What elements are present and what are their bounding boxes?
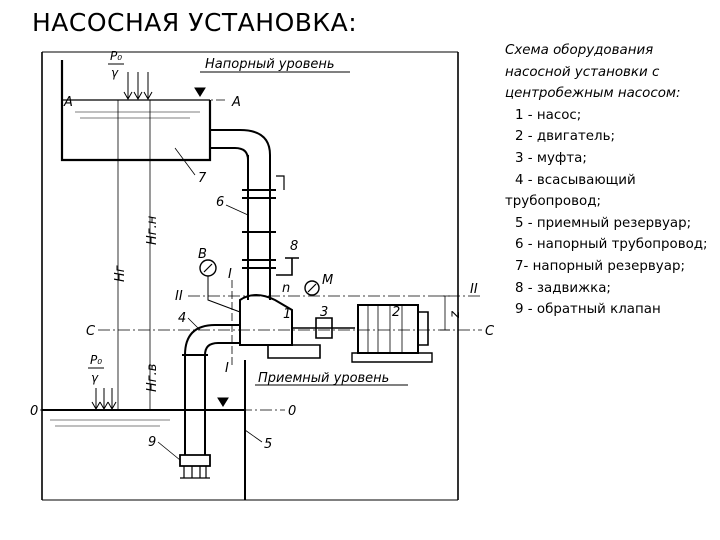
section-II-right: II bbox=[470, 282, 478, 297]
part-number-2: 2 bbox=[392, 305, 400, 320]
part-number-9: 9 bbox=[148, 435, 156, 450]
p0-arrows-lower bbox=[95, 388, 113, 408]
handle-6 bbox=[276, 175, 285, 190]
gauge-m bbox=[304, 280, 320, 296]
section-I-top: I bbox=[228, 267, 232, 282]
motor-end bbox=[418, 311, 429, 346]
part-number-1: 1 bbox=[283, 307, 291, 322]
pump-base bbox=[267, 344, 321, 359]
part-number-6: 6 bbox=[216, 195, 224, 210]
legend: Схема оборудования насосной установки с … bbox=[505, 40, 715, 321]
leader-4 bbox=[187, 317, 201, 331]
gate-valve bbox=[276, 257, 299, 276]
section-A-left: A bbox=[63, 95, 73, 110]
pressure-pipe bbox=[247, 155, 271, 300]
section-0-right: 0 bbox=[288, 404, 296, 419]
part-number-7: 7 bbox=[198, 171, 207, 186]
lower-water-hatch bbox=[50, 419, 170, 427]
gauge-b-line bbox=[207, 276, 241, 313]
gauge-b-label: B bbox=[198, 247, 207, 262]
legend-item: 5 - приемный резервуар; bbox=[515, 215, 692, 231]
section-C-left: C bbox=[86, 324, 96, 339]
section-A-right: A bbox=[231, 95, 241, 110]
legend-item: 9 - обратный клапан bbox=[515, 302, 661, 318]
lower-level-label: Приемный уровень bbox=[258, 371, 389, 386]
height-hg: Hг bbox=[113, 265, 128, 282]
coupling bbox=[315, 317, 333, 339]
n-label: n bbox=[282, 281, 290, 296]
p0-lower: P₀ bbox=[90, 353, 102, 367]
legend-item: 8 - задвижка; bbox=[515, 280, 611, 296]
legend-list: 1 - насос; 2 - двигатель; 3 - муфта; 4 -… bbox=[505, 105, 715, 321]
legend-caption: Схема оборудования насосной установки с … bbox=[505, 43, 681, 102]
z-label: z bbox=[448, 310, 463, 319]
legend-item: 4 - всасывающий трубопровод; bbox=[505, 172, 636, 210]
pressure-pipe-elbow bbox=[210, 129, 271, 161]
upper-tank bbox=[60, 60, 212, 162]
section-II-left: II bbox=[175, 289, 183, 304]
part-number-8: 8 bbox=[290, 239, 298, 254]
motor-base bbox=[351, 352, 433, 363]
gamma-upper: γ bbox=[111, 66, 119, 80]
height-hgn: Hг.н bbox=[145, 215, 160, 245]
check-valve-grid bbox=[180, 466, 210, 479]
upper-water-hatch bbox=[75, 111, 200, 119]
part-number-3: 3 bbox=[320, 305, 328, 320]
motor bbox=[357, 304, 419, 354]
gamma-lower: γ bbox=[91, 371, 99, 385]
p0-upper: P₀ bbox=[110, 49, 122, 63]
legend-item: 2 - двигатель; bbox=[515, 129, 615, 145]
lower-level-triangle bbox=[217, 397, 229, 407]
motor-fins bbox=[367, 305, 403, 353]
lower-tank bbox=[42, 360, 246, 500]
p0-arrows-upper bbox=[127, 72, 149, 98]
pipe-flanges bbox=[242, 189, 276, 269]
check-valve bbox=[179, 454, 211, 467]
leader-5 bbox=[244, 429, 263, 443]
legend-item: 3 - муфта; bbox=[515, 150, 587, 166]
page-title: НАСОСНАЯ УСТАНОВКА: bbox=[32, 8, 358, 37]
height-hgv: Hг.в bbox=[145, 364, 160, 392]
part-number-4: 4 bbox=[178, 311, 186, 326]
pump-installation-diagram: Напорный уровень Приемный уровень P₀ γ P… bbox=[30, 49, 495, 501]
leader-6 bbox=[225, 204, 249, 216]
legend-item: 6 - напорный трубопровод; bbox=[515, 237, 708, 253]
section-I-bottom: I bbox=[225, 361, 229, 376]
suction-elbow bbox=[184, 324, 240, 356]
suction-pipe bbox=[184, 355, 206, 455]
legend-item: 1 - насос; bbox=[515, 107, 582, 123]
leader-9 bbox=[157, 441, 181, 461]
section-0-left: 0 bbox=[30, 404, 38, 419]
section-C-right: C bbox=[485, 324, 495, 339]
z-dimension bbox=[440, 295, 450, 331]
upper-level-label: Напорный уровень bbox=[205, 57, 335, 72]
legend-item: 7- напорный резервуар; bbox=[515, 258, 685, 274]
gauge-m-label: M bbox=[322, 273, 333, 288]
leader-7 bbox=[174, 147, 196, 176]
part-number-5: 5 bbox=[264, 437, 272, 452]
upper-level-triangle bbox=[194, 87, 206, 97]
pump-body bbox=[239, 294, 293, 346]
